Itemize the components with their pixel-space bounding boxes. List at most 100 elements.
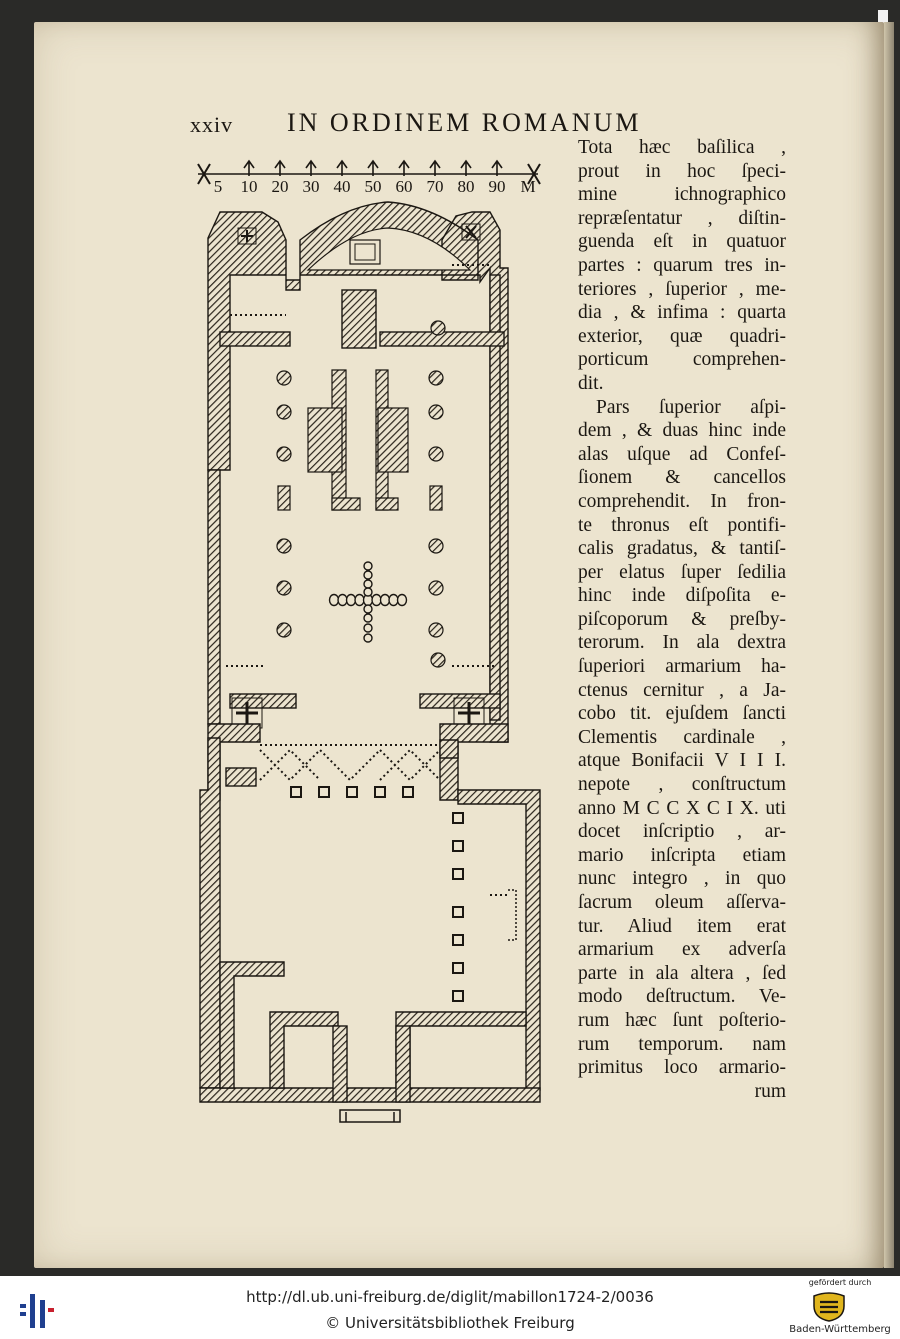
- baden-wuerttemberg-seal-icon: [813, 1292, 845, 1322]
- scale-label: 60: [396, 177, 413, 196]
- scale-label: 90: [489, 177, 506, 196]
- scale-label: 50: [365, 177, 382, 196]
- library-logo-icon: [20, 1294, 54, 1328]
- text-line: rum: [754, 1080, 786, 1102]
- scale-label: 40: [334, 177, 351, 196]
- confession-pillar: [354, 593, 365, 607]
- text-line: ſionem & cancellos: [578, 467, 786, 489]
- text-line: Tota hæc baſilica ,: [578, 137, 786, 158]
- text-line: terorum. In ala dextra: [578, 632, 786, 654]
- scale-label: 70: [427, 177, 444, 196]
- text-line: Pars ſuperior aſpi-: [596, 396, 786, 418]
- scale-arrow: [460, 159, 472, 176]
- scale-label: 20: [272, 177, 289, 196]
- nave-column: [430, 652, 446, 668]
- cancelli-dotted-lines: [226, 264, 508, 896]
- cross-icon: [231, 223, 485, 729]
- text-line: rum temporum. nam: [578, 1033, 786, 1055]
- nave-column: [428, 404, 444, 420]
- confession-pillar: [363, 570, 373, 580]
- confession-pillar: [363, 579, 373, 589]
- document-url[interactable]: http://dl.ub.uni-freiburg.de/diglit/mabi…: [246, 1288, 654, 1306]
- scale-arrow: [274, 159, 286, 176]
- text-line: repræſentatur , diſtin-: [578, 207, 786, 229]
- scale-label: 30: [303, 177, 320, 196]
- atrium-pillar: [452, 990, 464, 1002]
- scale-label: 10: [241, 177, 258, 196]
- text-line: per elatus ſuper ſedilia: [578, 561, 786, 583]
- scale-arrow: [367, 159, 379, 176]
- atrium-pillars: [290, 786, 464, 1002]
- text-line: tur. Aliud item erat: [578, 915, 786, 937]
- sponsor-label: gefördert durch: [808, 1278, 872, 1287]
- page-edge: [884, 22, 894, 1268]
- scale-arrow: [429, 159, 441, 176]
- running-heading: IN ORDINEM ROMANUM: [287, 108, 642, 137]
- nave-column: [276, 538, 292, 554]
- scale-arrow: [398, 159, 410, 176]
- atrium-pillar: [452, 934, 464, 946]
- text-line: partes : quarum tres in-: [578, 254, 786, 276]
- text-line: nunc integro , in quo: [578, 868, 786, 890]
- text-line: mine ichnographico: [578, 184, 786, 206]
- nave-column: [276, 580, 292, 596]
- copyright-notice: © Universitätsbibliothek Freiburg: [325, 1314, 575, 1332]
- basilica-floor-plan: 5 10 20 30 40 50 60 70 80 90 M: [197, 159, 541, 1123]
- text-line: docet inſcriptio , ar-: [578, 821, 786, 843]
- entrance-steps: [339, 889, 517, 1123]
- footer-bar: http://dl.ub.uni-freiburg.de/diglit/mabi…: [0, 1276, 900, 1339]
- text-line: anno M C C X C I X. uti: [578, 797, 786, 819]
- atrium-pillar: [452, 906, 464, 918]
- confession-pillar: [328, 593, 340, 607]
- nave-column: [276, 370, 292, 386]
- nave-column: [277, 485, 291, 511]
- scale-label: 5: [214, 177, 223, 196]
- confession-pillars: [328, 561, 408, 643]
- atrium-pillar: [346, 786, 358, 798]
- nave-column: [428, 580, 444, 596]
- nave-column: [276, 622, 292, 638]
- confession-pillar: [363, 633, 373, 643]
- text-line: piſcoporum & preſby-: [578, 608, 786, 630]
- scale-arrow: [336, 159, 348, 176]
- atrium-pillar: [452, 840, 464, 852]
- atrium-pillar: [318, 786, 330, 798]
- confession-pillar: [363, 613, 373, 623]
- text-line: prout in hoc ſpeci-: [578, 160, 786, 182]
- text-line: te thronus eſt pontifi-: [578, 514, 786, 536]
- scale-arrow: [305, 159, 317, 176]
- scale-label: M: [520, 177, 535, 196]
- nave-column: [276, 404, 292, 420]
- atrium-pillar: [374, 786, 386, 798]
- atrium-pillar: [452, 868, 464, 880]
- confession-pillar: [337, 593, 348, 607]
- text-line: modo deſtructum. Ve-: [578, 986, 786, 1008]
- confession-pillar: [363, 587, 373, 597]
- nave-column: [428, 370, 444, 386]
- text-line: comprehendit. In fron-: [578, 490, 786, 512]
- text-line: parte in ala altera , ſed: [578, 962, 786, 984]
- nave-column: [428, 446, 444, 462]
- scale-arrow: [243, 159, 255, 176]
- scale-bar: 5 10 20 30 40 50 60 70 80 90 M: [197, 159, 541, 196]
- confession-pillar: [345, 593, 357, 607]
- confession-pillar: [363, 561, 373, 571]
- text-line: hinc inde diſpoſita e-: [578, 585, 786, 607]
- apse: [306, 227, 472, 271]
- nave-columns: [276, 320, 446, 668]
- scale-label: 80: [458, 177, 475, 196]
- latin-text-column: Tota hæc baſilica ,prout in hoc ſpeci-mi…: [578, 136, 786, 1103]
- text-line: alas uſque ad Confeſ-: [578, 443, 786, 465]
- text-line: armarium ex adverſa: [578, 939, 786, 961]
- nave-column: [276, 446, 292, 462]
- text-line: guenda eſt in quatuor: [578, 231, 786, 253]
- atrium-walls: [199, 723, 541, 1103]
- text-line: nepote , conſtructum: [578, 774, 786, 796]
- text-line: ſuperiori armarium ha-: [578, 656, 786, 678]
- nave-column: [429, 485, 443, 511]
- nave-column: [428, 538, 444, 554]
- text-line: cobo tit. ejuſdem ſancti: [578, 703, 786, 725]
- confession-pillar: [371, 593, 382, 607]
- text-line: teriores , ſuperior , me-: [578, 278, 786, 300]
- nave-column: [428, 622, 444, 638]
